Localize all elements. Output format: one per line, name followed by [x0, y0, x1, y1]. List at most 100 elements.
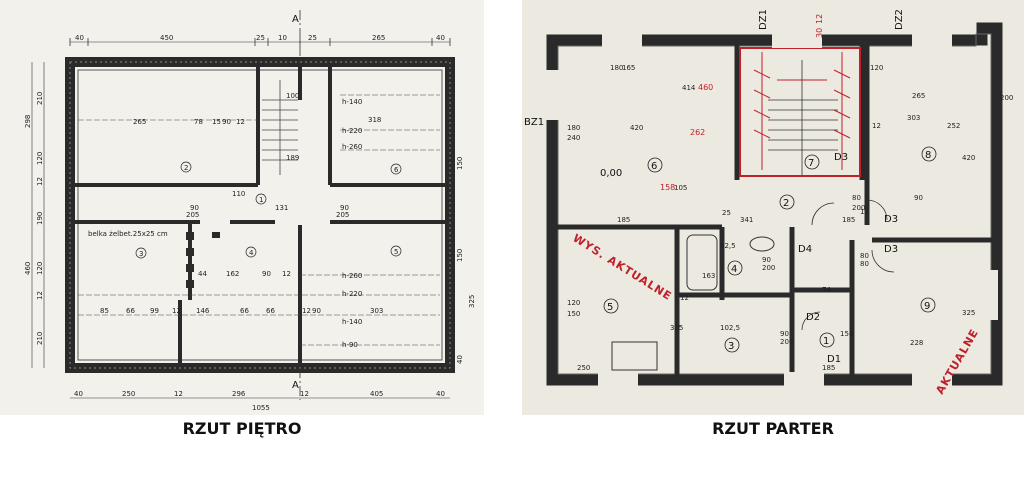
gf-dim-185c: 185: [822, 364, 835, 372]
gf-dim-90c: 90: [914, 194, 923, 202]
door-d3-b: D3: [884, 214, 898, 225]
gf-dim-150: 150: [840, 330, 853, 338]
stamp-aktualne: AKTUALNE: [933, 326, 981, 396]
gf-room-1: 1: [823, 336, 829, 347]
upper-dim-131: 131: [275, 204, 288, 212]
gf-dim-200: 200: [1000, 94, 1013, 102]
gf-dim-185b: 185: [842, 216, 855, 224]
upper-dim-66: 66: [126, 307, 135, 315]
room-4-label: 4: [249, 249, 254, 257]
door-d2: D2: [806, 312, 820, 323]
dim-top-5: 265: [372, 34, 385, 42]
upper-dim-90d: 90: [262, 270, 271, 278]
height-4: h-260: [342, 272, 362, 280]
gf-dim-120: 120: [567, 299, 580, 307]
gf-dim-80c: 80: [852, 194, 861, 202]
dim-overall: 1055: [252, 404, 270, 412]
ground-floor-plan: 6 2 8 4 5 3 1 9 7 0,00 180 165 414 460 2…: [522, 0, 1024, 415]
dim-left-1: 120: [36, 152, 44, 165]
dim-left-0: 210: [36, 92, 44, 105]
gf-dim-80: 80: [860, 252, 869, 260]
dim-left-outer-1: 460: [24, 262, 32, 275]
dim-bottom-5: 405: [370, 390, 383, 398]
upper-dim-12d: 12: [302, 307, 311, 315]
dim-left-3: 190: [36, 212, 44, 225]
upper-floor-drawing: 40 450 25 10 25 265 40 210 120 12 190 12…: [24, 10, 476, 412]
upper-dim-110: 110: [232, 190, 245, 198]
gf-dim-74: 74: [822, 286, 831, 294]
door-d3-c: D3: [884, 244, 898, 255]
gf-dim-92-5: 92,5: [720, 242, 736, 250]
upper-dim-205: 205: [186, 211, 199, 219]
red-note-12: 12: [815, 14, 824, 24]
gf-dim-325b: 325: [962, 309, 975, 317]
gf-dim-250: 250: [577, 364, 590, 372]
gf-dim-163: 163: [702, 272, 715, 280]
room-2-label: 2: [184, 164, 188, 172]
dim-bottom-1: 250: [122, 390, 135, 398]
gf-dim-80b: 80: [860, 260, 869, 268]
gf-dim-341: 341: [740, 216, 753, 224]
dim-top-3: 10: [278, 34, 287, 42]
caption-upper-floor: RZUT PIĘTRO: [182, 419, 302, 438]
gf-room-3: 3: [728, 341, 734, 352]
room-1-label: 1: [259, 196, 263, 204]
caption-ground-floor: RZUT PARTER: [712, 419, 834, 438]
upper-dim-78: 78: [194, 118, 203, 126]
upper-dim-44: 44: [198, 270, 207, 278]
upper-dim-162: 162: [226, 270, 239, 278]
gf-dim-12b: 12: [680, 294, 689, 302]
dim-bottom-2: 12: [174, 390, 183, 398]
dim-bottom-0: 40: [74, 390, 83, 398]
upper-dim-99: 99: [150, 307, 159, 315]
gf-dim-180: 180: [610, 64, 623, 72]
gf-dim-240: 240: [567, 134, 580, 142]
door-d1: D1: [827, 354, 841, 365]
upper-dim-90e: 90: [312, 307, 321, 315]
gf-dim-90b: 90: [780, 330, 789, 338]
upper-dim-15: 15: [212, 118, 221, 126]
ground-floor-drawing: 6 2 8 4 5 3 1 9 7 0,00 180 165 414 460 2…: [524, 9, 1013, 396]
gf-dim-105: 105: [674, 184, 687, 192]
gf-level: 0,00: [600, 168, 622, 179]
gf-dim-12: 12: [872, 122, 881, 130]
dim-bottom-4: 12: [300, 390, 309, 398]
stamp-wys-aktualne: WYS. AKTUALNE: [570, 232, 674, 304]
dim-right-1: 150: [456, 249, 464, 262]
upper-floor-plan: 40 450 25 10 25 265 40 210 120 12 190 12…: [0, 0, 484, 415]
height-3: h-260: [342, 143, 362, 151]
gf-dim-420: 420: [962, 154, 975, 162]
gf-dim-325: 325: [670, 324, 683, 332]
upper-dim-100: 100: [286, 92, 299, 100]
gf-dim-185: 185: [617, 216, 630, 224]
gf-dim-90: 90: [762, 256, 771, 264]
window-dz1: DZ1: [758, 9, 769, 30]
room-3-label: 3: [139, 250, 143, 258]
dim-left-5: 12: [36, 291, 44, 300]
upper-dim-90b: 90: [190, 204, 199, 212]
gf-dim-420b: 420: [630, 124, 643, 132]
gf-dim-12c: 12: [860, 208, 869, 216]
upper-dim-205b: 205: [336, 211, 349, 219]
dim-left-6: 210: [36, 332, 44, 345]
gf-dim-303: 303: [907, 114, 920, 122]
height-5: h-220: [342, 290, 362, 298]
gf-dim-102-5: 102,5: [720, 324, 740, 332]
gf-dim-120b: 120: [870, 64, 883, 72]
upper-dim-90c: 90: [340, 204, 349, 212]
upper-dim-90: 90: [222, 118, 231, 126]
dim-top-1: 450: [160, 34, 173, 42]
gf-red-158: 158: [660, 183, 675, 192]
height-7: h-90: [342, 341, 358, 349]
gf-dim-200b: 200: [762, 264, 775, 272]
height-6: h-140: [342, 318, 362, 326]
gf-dim-165: 165: [622, 64, 635, 72]
gf-room-2: 2: [783, 198, 789, 209]
gf-red-262: 262: [690, 128, 705, 137]
section-mark-bottom: A: [292, 380, 299, 391]
height-2: h-220: [342, 127, 362, 135]
door-d4: D4: [798, 244, 812, 255]
gf-dim-150b: 150: [567, 310, 580, 318]
beam-label: belka żelbet.25x25 cm: [88, 230, 168, 238]
gf-dim-200d: 200: [852, 204, 865, 212]
